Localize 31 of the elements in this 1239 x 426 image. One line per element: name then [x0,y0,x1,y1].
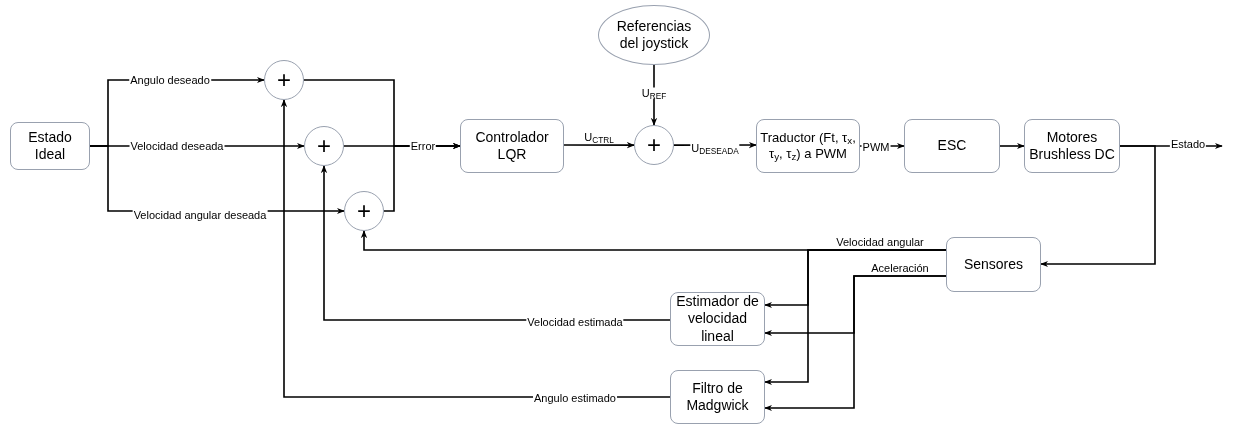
process-box: Controlador LQR [460,119,564,173]
edge-label: Angulo estimado [533,392,617,404]
process-box: Sensores [946,237,1041,292]
summing-junction: + [264,60,304,100]
edge-label: Velocidad deseada [129,140,225,152]
process-box: Estimador de velocidad lineal [670,292,765,346]
summing-junction: + [304,126,344,166]
arrow [1040,145,1156,268]
edge-label: U$_{REF}$ [640,87,668,99]
arrow [563,141,635,149]
edge-label: Error [409,140,437,152]
edge-label: PWM [861,141,891,153]
summing-junction: + [344,191,384,231]
edge-label: Angulo deseado [129,74,211,86]
process-box: Filtro de Madgwick [670,370,765,424]
input-ellipse: Referencias del joystick [598,5,710,65]
edge-label: Velocidad angular deseada [132,209,268,221]
process-box: Estado Ideal [10,122,90,170]
edge-label: U$_{DESEADA}$ [690,142,740,154]
edge-label: Velocidad angular [835,236,925,248]
process-box: ESC [904,119,1000,173]
summing-junction: + [634,125,674,165]
edge-label: Velocidad estimada [526,316,624,328]
edge-label: Aceleración [870,262,930,274]
edge-label: Estado [1169,138,1207,150]
arrow [764,275,947,412]
process-box: Traductor (Ft, τ$_{x}$, τ$_{y}$, τ$_{z}$) a PWM [756,119,860,173]
arrow [999,142,1025,150]
arrow [764,249,947,386]
edge-label: U$_{CTRL}$ [583,131,615,143]
process-box: Motores Brushless DC [1024,119,1120,173]
